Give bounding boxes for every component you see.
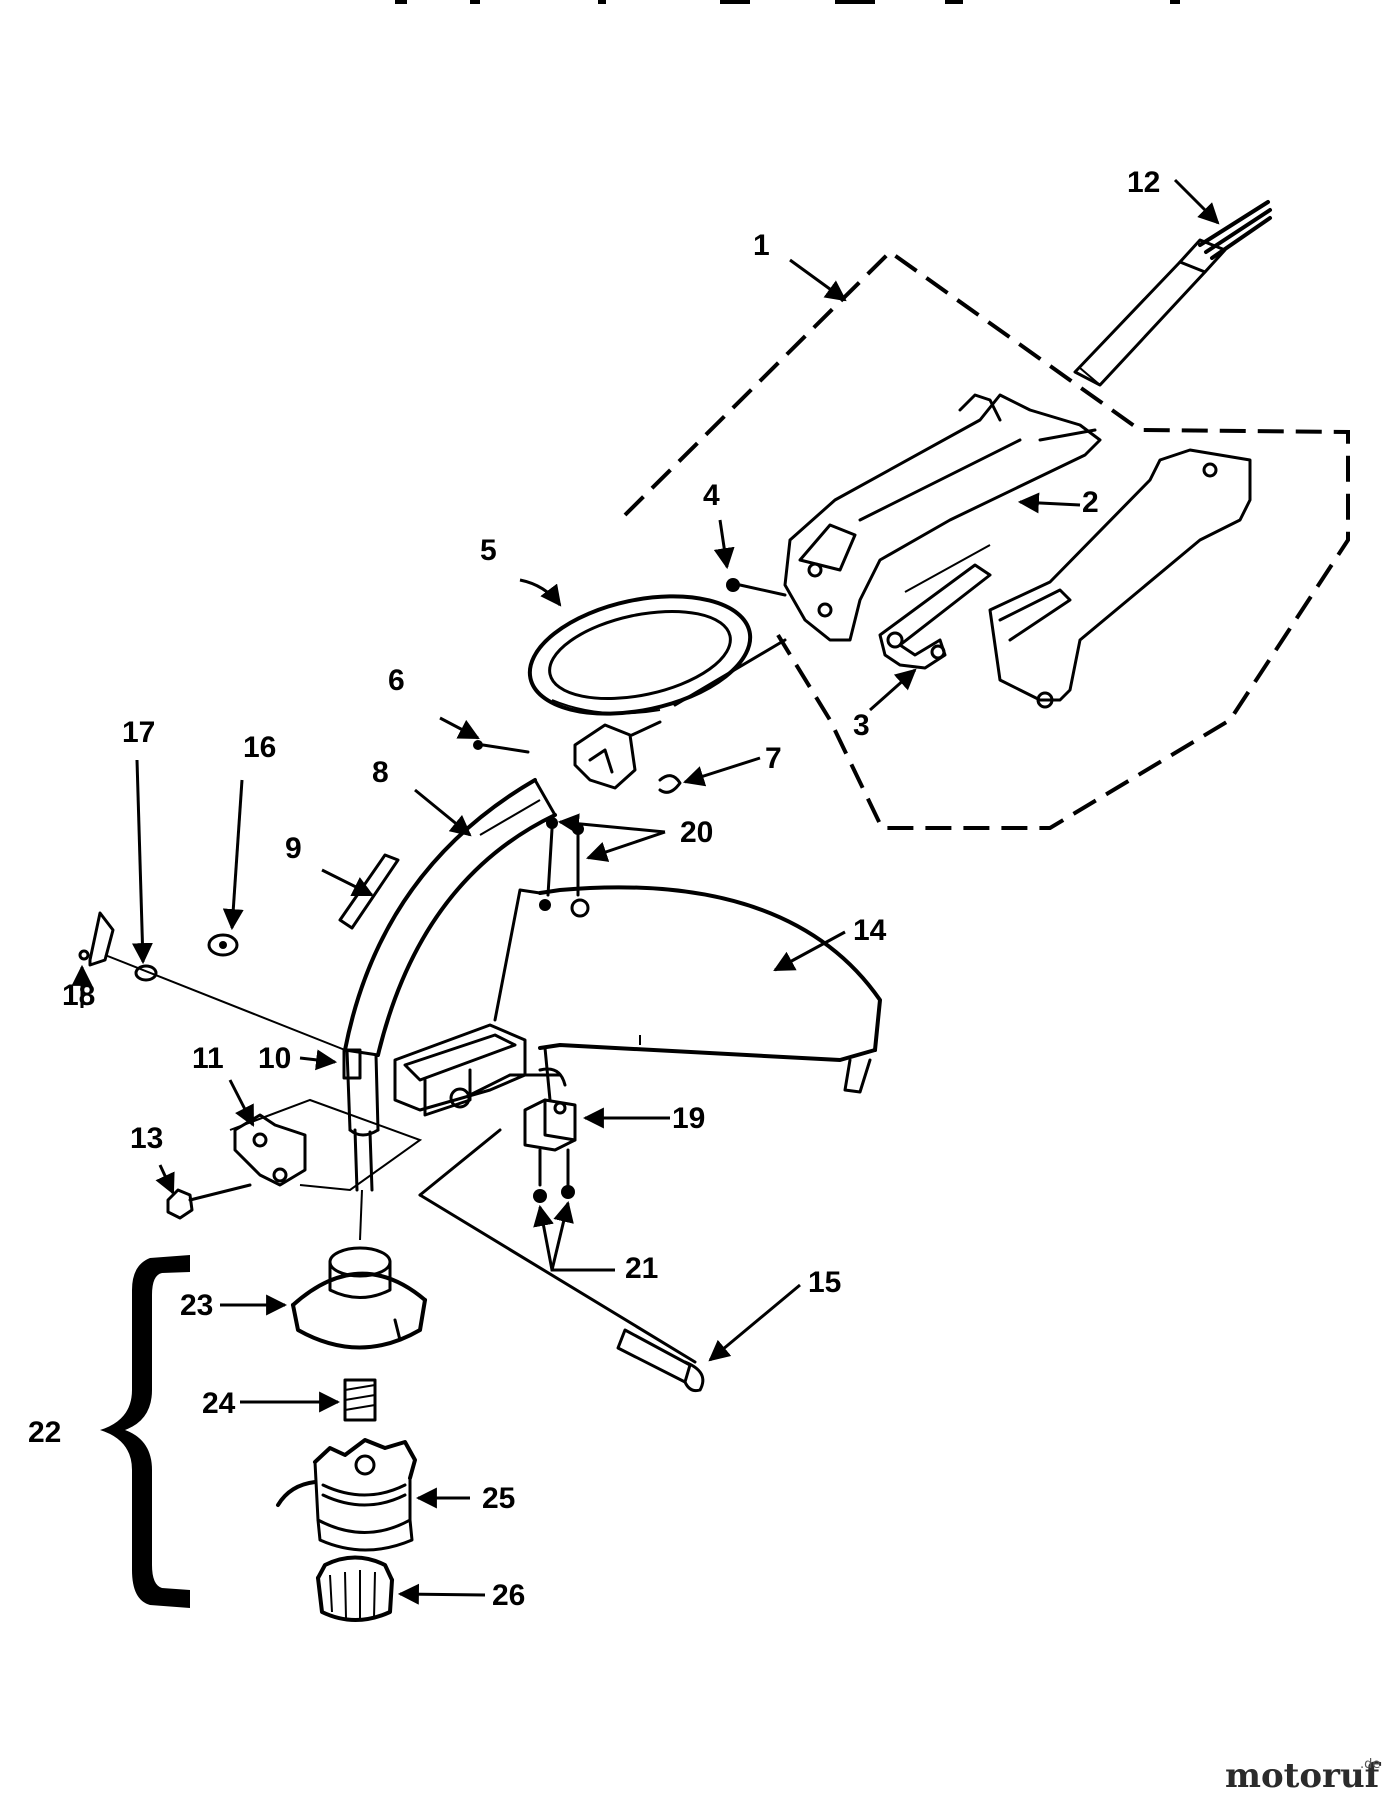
drive-shaft-12	[1073, 200, 1272, 387]
callout-25: 25	[482, 1482, 515, 1515]
callout-11: 11	[192, 1042, 224, 1075]
callout-24: 24	[202, 1387, 236, 1420]
spool-housing-23	[291, 1189, 427, 1350]
housing-lower	[988, 448, 1252, 709]
callout-7: 7	[765, 742, 782, 775]
callout-14: 14	[853, 914, 887, 947]
callout-9: 9	[285, 832, 302, 865]
assembly-line-washers	[104, 954, 346, 1051]
callout-8: 8	[372, 756, 389, 789]
clip-18	[78, 911, 115, 967]
coil-5	[527, 594, 787, 716]
guard-14	[493, 885, 882, 1102]
washer-16	[207, 933, 239, 957]
top-crop-remnant	[395, 0, 1180, 4]
bolt-15	[418, 1128, 705, 1393]
callout-17: 17	[122, 716, 155, 749]
housing-upper-2	[783, 393, 1102, 642]
decal-9	[338, 853, 400, 930]
label-10	[342, 1048, 362, 1080]
callout-16: 16	[243, 731, 276, 764]
watermark-suffix: .de	[1360, 1757, 1380, 1772]
callout-6: 6	[388, 664, 405, 697]
callout-21: 21	[625, 1252, 658, 1285]
callout-18: 18	[62, 979, 95, 1012]
leader-lines	[71, 178, 1220, 1605]
watermark-logo: motoruf .de	[1225, 1756, 1382, 1796]
spring-24	[343, 1378, 377, 1422]
curved-shaft-8	[343, 778, 557, 1192]
assembly-boundary-1	[623, 249, 1350, 830]
callout-10: 10	[258, 1042, 291, 1075]
callout-4: 4	[703, 479, 720, 512]
clamp-bracket	[573, 720, 662, 790]
clip-7	[658, 774, 682, 794]
callout-13: 13	[130, 1122, 163, 1155]
callout-22: 22	[28, 1416, 61, 1449]
callout-labels: 1 2 3 4 5 6 7 8 9 10 11 12 13 14 15 16 1…	[28, 166, 1160, 1612]
pin-6	[473, 740, 530, 754]
callout-1: 1	[753, 229, 770, 262]
nut-13	[166, 1183, 252, 1220]
bump-knob-26	[316, 1555, 394, 1622]
callout-2: 2	[1082, 486, 1099, 519]
callout-19: 19	[672, 1102, 705, 1135]
bracket-11	[229, 1098, 423, 1192]
watermark-brand: motoruf	[1225, 1756, 1382, 1796]
callout-12: 12	[1127, 166, 1160, 199]
spool-25	[276, 1438, 417, 1552]
guard-mount-block	[393, 1023, 567, 1117]
callout-26: 26	[492, 1579, 525, 1612]
washer-17	[134, 964, 158, 982]
screws-20	[539, 817, 590, 918]
block-19	[523, 1098, 577, 1152]
switch-lever-3	[878, 544, 992, 670]
callout-15: 15	[808, 1266, 841, 1299]
screw-4	[726, 578, 787, 597]
callout-23: 23	[180, 1289, 213, 1322]
nuts-21	[533, 1148, 575, 1203]
callout-5: 5	[480, 534, 497, 567]
callout-20: 20	[680, 816, 713, 849]
callout-3: 3	[853, 709, 870, 742]
group-brace-22	[100, 1255, 190, 1608]
